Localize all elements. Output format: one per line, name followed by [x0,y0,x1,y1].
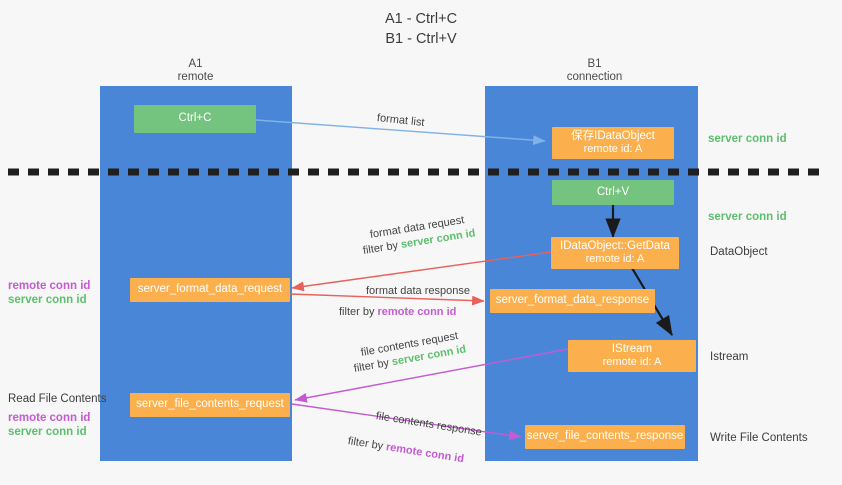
node-save-dataobject[interactable]: 保存IDataObject remote id: A [552,127,674,159]
filter-value-remote-conn-id: remote conn id [377,306,457,318]
edge-label-file-contents-response-filter: filter by remote conn id [347,434,465,466]
node-istream-sub: remote id: A [602,356,662,368]
filter-value-remote-conn-id: remote conn id [385,441,465,466]
node-save-dataobject-sub: remote id: A [583,143,643,155]
lane-b1-subtitle: connection [566,71,623,83]
filter-prefix: filter by [347,435,387,453]
node-ctrl-v-label: Ctrl+V [596,185,630,198]
annotation-right-write-file-contents: Write File Contents [710,432,808,444]
node-save-dataobject-label: 保存IDataObject [571,129,655,142]
node-getdata[interactable]: IDataObject::GetData remote id: A [551,237,679,269]
title-line-1: A1 - Ctrl+C [384,11,458,27]
edge-label-format-list: format list [376,112,426,129]
node-server-file-contents-request-label: server_file_contents_request [136,398,284,411]
node-server-file-contents-response-label: server_file_contents_response [526,430,684,443]
node-server-file-contents-request[interactable]: server_file_contents_request [130,393,290,417]
lane-header-b1: B1 connection [527,58,662,84]
annotation-right-server-conn-id-2: server conn id [708,211,787,223]
annotation-left-server-conn-id-1: server conn id [8,294,87,306]
annotation-left-server-conn-id-2: server conn id [8,426,87,438]
diagram-title: A1 - Ctrl+C B1 - Ctrl+V [0,9,842,49]
annotation-left-remote-conn-id-1: remote conn id [8,280,91,292]
annotation-left-read-file-contents: Read File Contents [8,393,107,405]
edge-label-format-data-response-filter: filter by remote conn id [339,305,456,319]
node-server-format-data-request-label: server_format_data_request [137,283,283,296]
lane-header-a1: A1 remote [128,58,263,84]
node-server-format-data-response[interactable]: server_format_data_response [490,289,655,313]
lane-a1-name: A1 [188,58,203,70]
title-line-2: B1 - Ctrl+V [385,31,457,47]
node-server-format-data-response-label: server_format_data_response [495,294,650,307]
node-getdata-label: IDataObject::GetData [560,239,670,252]
annotation-left-read-file-contents-group: Read File Contents [8,392,106,406]
annotation-right-istream: Istream [710,351,749,363]
node-server-file-contents-response[interactable]: server_file_contents_response [525,425,685,449]
annotation-left-conn-ids-2: remote conn id server conn id [8,411,90,439]
filter-prefix: filter by [362,239,402,257]
node-server-format-data-request[interactable]: server_format_data_request [130,278,290,302]
node-ctrl-c[interactable]: Ctrl+C [134,105,256,133]
edge-label-file-contents-response: file contents response [375,410,483,439]
node-istream-label: IStream [611,342,653,355]
node-getdata-sub: remote id: A [585,253,645,265]
node-istream[interactable]: IStream remote id: A [568,340,696,372]
edge-label-format-data-response: format data response [366,285,470,297]
filter-prefix: filter by [352,356,393,375]
annotation-left-conn-ids-1: remote conn id server conn id [8,279,90,307]
annotation-right-server-conn-id-1: server conn id [708,133,787,145]
lane-b1-name: B1 [587,58,602,70]
node-ctrl-v[interactable]: Ctrl+V [552,180,674,205]
annotation-right-dataobject: DataObject [710,246,768,258]
lane-a1-subtitle: remote [177,71,214,83]
filter-prefix: filter by [339,306,378,318]
annotation-left-remote-conn-id-2: remote conn id [8,412,91,424]
node-ctrl-c-label: Ctrl+C [178,112,212,125]
